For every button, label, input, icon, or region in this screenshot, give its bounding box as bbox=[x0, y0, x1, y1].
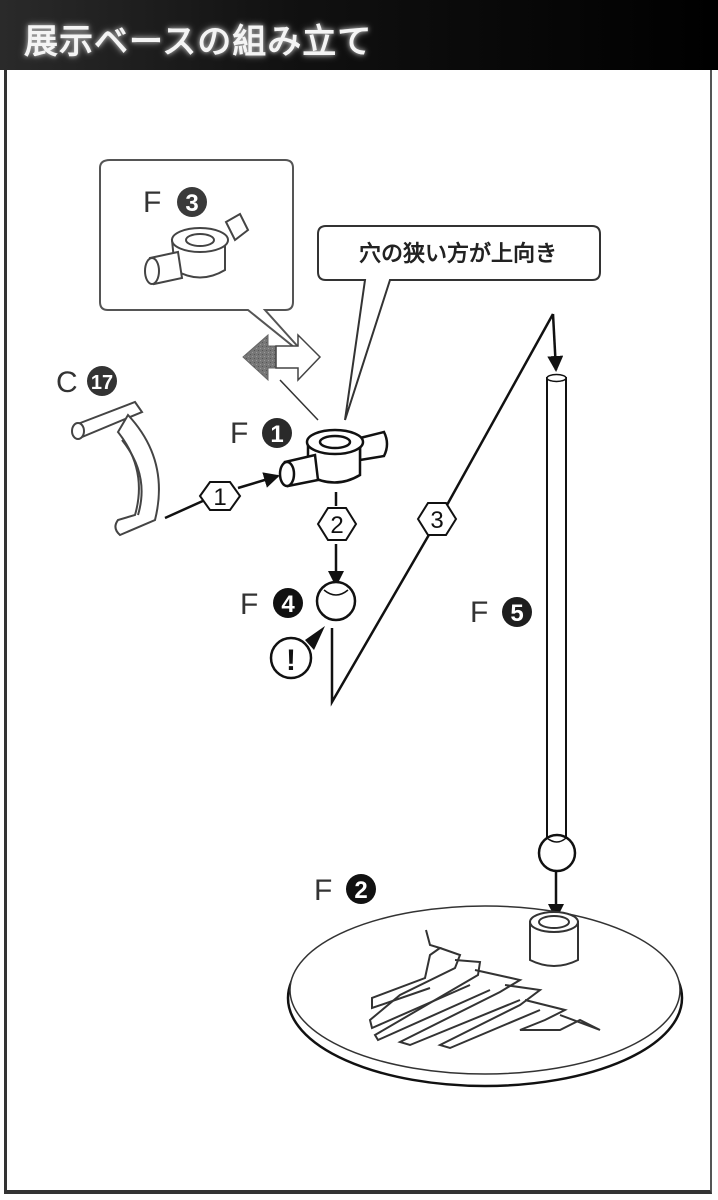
callout-text: 穴の狭い方が上向き bbox=[359, 241, 557, 267]
f4-part-number: 4 bbox=[281, 591, 295, 618]
f2-part: F 2 bbox=[286, 874, 684, 1088]
section-title: 展示ベースの組み立て bbox=[24, 22, 373, 62]
section-header: 展示ベースの組み立て bbox=[0, 0, 718, 70]
f3-part-illustration bbox=[144, 212, 250, 286]
f1-part-letter: F bbox=[230, 417, 248, 450]
swap-arrow-icon bbox=[242, 333, 322, 382]
f3-part-number: 3 bbox=[185, 190, 198, 217]
f5-pole-illustration bbox=[537, 373, 577, 873]
f1-part-number: 1 bbox=[270, 421, 283, 448]
step-1-number: 1 bbox=[213, 484, 226, 511]
caution-marker: ! bbox=[269, 626, 325, 680]
base-emblem-icon bbox=[368, 929, 601, 1050]
f2-base-illustration bbox=[286, 905, 684, 1088]
caution-symbol: ! bbox=[286, 644, 296, 677]
f1-part-illustration bbox=[278, 428, 389, 488]
c17-part-letter: C bbox=[56, 366, 78, 399]
step-2-marker: 2 bbox=[316, 507, 358, 541]
f4-number-badge bbox=[273, 588, 303, 618]
c17-part: C 17 bbox=[56, 366, 160, 537]
f1-part: F 1 bbox=[230, 417, 389, 488]
step-3-marker: 3 bbox=[416, 502, 458, 536]
step-2-number: 2 bbox=[330, 512, 343, 539]
f5-part-number: 5 bbox=[510, 600, 523, 627]
f4-part-letter: F bbox=[240, 588, 258, 621]
f2-number-badge bbox=[346, 874, 376, 904]
f5-number-badge bbox=[502, 597, 532, 627]
caution-icon bbox=[269, 636, 313, 680]
f3-number-badge bbox=[177, 187, 207, 217]
f1-number-badge bbox=[262, 418, 292, 448]
f3-detail-box: F 3 bbox=[99, 159, 311, 361]
f5-part: F 5 bbox=[470, 373, 577, 873]
instruction-frame bbox=[4, 70, 712, 1194]
c17-part-illustration bbox=[71, 400, 160, 537]
c17-number-badge bbox=[87, 366, 117, 396]
f4-ball-illustration bbox=[315, 580, 357, 622]
c17-part-number: 17 bbox=[91, 372, 113, 394]
f5-part-letter: F bbox=[470, 596, 488, 629]
step-3-number: 3 bbox=[430, 507, 443, 534]
f4-part: F 4 bbox=[240, 580, 357, 622]
f2-part-number: 2 bbox=[354, 877, 367, 904]
orientation-callout: 穴の狭い方が上向き bbox=[279, 225, 601, 421]
f3-part-letter: F bbox=[143, 186, 161, 219]
step-1-marker: 1 bbox=[198, 481, 242, 511]
f2-part-letter: F bbox=[314, 874, 332, 907]
